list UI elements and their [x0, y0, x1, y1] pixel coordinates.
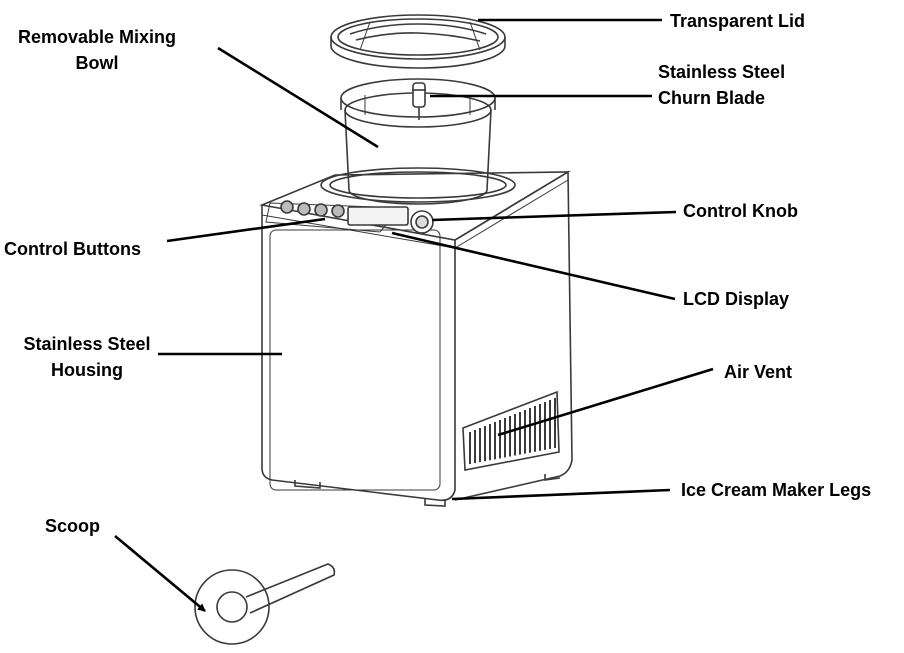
- leader-lines: [114, 18, 714, 612]
- housing-drawing: [259, 167, 573, 507]
- label-line: Stainless Steel: [658, 62, 786, 82]
- churn-blade-drawing: [412, 82, 426, 120]
- label-line: Ice Cream Maker Legs: [681, 480, 872, 500]
- label-line: Bowl: [75, 53, 119, 73]
- label-line: Removable Mixing: [17, 27, 177, 47]
- label-lcd-display: LCD Display: [683, 286, 789, 312]
- label-line: Stainless Steel: [23, 334, 151, 354]
- leader-control-knob: [431, 210, 677, 222]
- leader-lcd-display: [391, 231, 676, 301]
- label-line: Control Knob: [683, 201, 798, 221]
- label-ice-cream-maker-legs: Ice Cream Maker Legs: [681, 477, 871, 503]
- label-scoop: Scoop: [45, 513, 100, 539]
- label-stainless-steel-housing: Stainless Steel Housing: [6, 331, 168, 383]
- label-line: Scoop: [45, 516, 101, 536]
- label-line: Churn Blade: [658, 88, 766, 108]
- leader-legs: [451, 488, 671, 501]
- scoop-drawing: [194, 563, 336, 645]
- leader-mixing-bowl: [217, 46, 379, 149]
- label-removable-mixing-bowl: Removable Mixing Bowl: [6, 24, 188, 76]
- leader-scoop: [114, 535, 206, 612]
- label-control-knob: Control Knob: [683, 198, 798, 224]
- label-churn-blade: Stainless Steel Churn Blade: [658, 59, 785, 111]
- label-line: Air Vent: [724, 362, 793, 382]
- control-panel-drawing: [265, 200, 434, 234]
- label-line: Transparent Lid: [670, 11, 806, 31]
- label-line: Housing: [51, 360, 123, 380]
- label-line: LCD Display: [683, 289, 790, 309]
- transparent-lid-drawing: [330, 14, 506, 69]
- air-vent-drawing: [462, 390, 560, 471]
- label-transparent-lid: Transparent Lid: [670, 8, 805, 34]
- label-control-buttons: Control Buttons: [4, 236, 141, 262]
- label-line: Control Buttons: [4, 239, 141, 259]
- leader-air-vent: [497, 367, 714, 437]
- leader-control-buttons: [166, 217, 326, 243]
- label-air-vent: Air Vent: [724, 359, 792, 385]
